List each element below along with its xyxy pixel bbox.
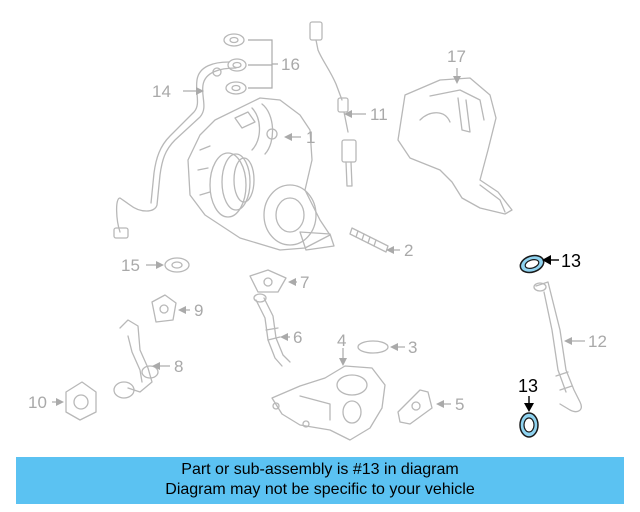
part-2-stud (349, 227, 389, 253)
callout-17: 17 (447, 47, 466, 66)
info-banner: Part or sub-assembly is #13 in diagram D… (16, 457, 624, 504)
part-9-gasket (151, 294, 177, 323)
part-14-oil-line (113, 61, 237, 239)
part-7-gasket (249, 269, 287, 293)
part-12-pipe (533, 281, 582, 413)
callout-12: 12 (588, 332, 607, 351)
callout-13-lower: 13 (518, 376, 538, 396)
part-8-pipe (113, 319, 159, 399)
callout-1: 1 (306, 128, 315, 147)
part-13-seal-lower (519, 412, 539, 438)
highlight-leaders (524, 255, 559, 412)
callout-10: 10 (28, 393, 47, 412)
part-1-turbocharger (187, 97, 335, 251)
callout-3: 3 (408, 338, 417, 357)
part-15-washer (164, 257, 190, 273)
banner-line-1: Part or sub-assembly is #13 in diagram (181, 461, 459, 478)
callout-16: 16 (281, 55, 300, 74)
part-10-gasket (65, 381, 97, 421)
part-16-washers (223, 33, 278, 95)
callout-6: 6 (293, 328, 302, 347)
part-17-heat-shield (397, 77, 513, 215)
part-11-sensor (309, 21, 357, 187)
banner-line-2: Diagram may not be specific to your vehi… (165, 481, 475, 498)
callout-8: 8 (174, 357, 183, 376)
part-3-gasket (357, 340, 389, 354)
part-6-pipe (253, 293, 291, 367)
callout-4: 4 (337, 331, 346, 350)
callout-13-upper: 13 (561, 251, 581, 271)
callout-2: 2 (404, 241, 413, 260)
part-4-bracket (271, 365, 386, 441)
callout-5: 5 (455, 395, 464, 414)
part-13-seal-upper (519, 254, 545, 274)
callout-15: 15 (121, 256, 140, 275)
callout-7: 7 (300, 273, 309, 292)
callout-11: 11 (370, 105, 388, 124)
leader-lines (52, 68, 585, 408)
callout-9: 9 (194, 301, 203, 320)
callout-14: 14 (152, 82, 171, 101)
callout-numbers: 1 2 3 4 5 6 7 8 9 10 11 12 14 15 16 17 1… (28, 47, 607, 414)
part-5-gasket (397, 389, 433, 425)
